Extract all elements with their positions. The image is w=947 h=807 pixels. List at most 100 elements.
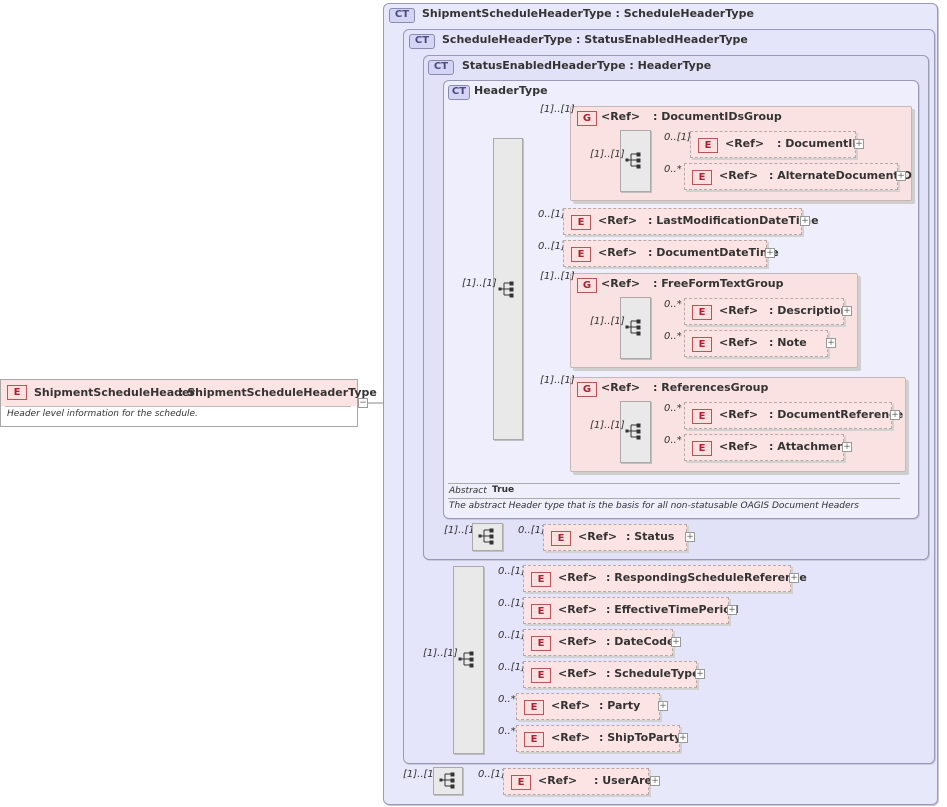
cardinality-label: 0..[1]	[664, 132, 691, 143]
element-badge: E	[531, 668, 551, 683]
cardinality-label: 0..[1]	[498, 630, 525, 641]
ct-badge: CT	[389, 8, 415, 23]
root-element[interactable]: E ShipmentScheduleHeader : ShipmentSched…	[0, 379, 377, 427]
cardinality-label: 0..[1]	[498, 662, 525, 673]
cardinality-label: 0..*	[664, 299, 682, 310]
ct-title: ShipmentScheduleHeaderType : ScheduleHea…	[422, 7, 754, 20]
element-date-code[interactable]: E <Ref> : DateCode	[523, 629, 674, 656]
element-document-id[interactable]: E <Ref> : DocumentID	[690, 131, 862, 158]
cardinality-label: 0..[1]	[518, 525, 545, 536]
ref-label: <Ref>	[558, 667, 598, 680]
cardinality-label: 0..*	[498, 726, 516, 737]
expand-toggle[interactable]: +	[826, 338, 836, 348]
sequence-compositor[interactable]	[433, 767, 463, 795]
element-name: : Party	[599, 699, 641, 712]
element-badge: E	[692, 441, 712, 456]
element-note[interactable]: E <Ref> : Note	[684, 330, 828, 357]
root-element-header	[1, 380, 357, 406]
ref-label: <Ref>	[725, 137, 765, 150]
element-alternate-document-id[interactable]: E <Ref> : AlternateDocumentID	[684, 163, 912, 190]
cardinality-label: 0..[1]	[498, 566, 525, 577]
element-user-area[interactable]: E <Ref> : UserArea	[503, 768, 659, 795]
cardinality-label: [1]..[1]	[462, 278, 497, 289]
collapse-toggle[interactable]: −	[358, 398, 368, 408]
element-description[interactable]: E <Ref> : Description	[684, 298, 848, 325]
expand-toggle[interactable]: +	[789, 573, 799, 583]
ref-label: <Ref>	[601, 277, 641, 290]
ct-badge: CT	[409, 34, 435, 49]
group-name: : FreeFormTextGroup	[653, 277, 784, 290]
cardinality-label: 0..*	[498, 694, 516, 705]
element-attachment[interactable]: E <Ref> : Attachment	[684, 434, 850, 461]
sequence-compositor[interactable]	[453, 566, 484, 754]
element-status[interactable]: E <Ref> : Status	[543, 524, 687, 551]
cardinality-label: 0..[1]	[538, 241, 565, 252]
expand-toggle[interactable]: +	[854, 139, 864, 149]
element-party[interactable]: E <Ref> : Party	[516, 693, 660, 720]
cardinality-label: [1]..[1]	[540, 104, 575, 115]
expand-toggle[interactable]: +	[671, 637, 681, 647]
element-badge: E	[571, 247, 591, 262]
cardinality-label: 0..[1]	[498, 598, 525, 609]
cardinality-label: [1]..[1]	[540, 375, 575, 386]
element-badge: E	[692, 409, 712, 424]
expand-toggle[interactable]: +	[765, 248, 775, 258]
element-name: : Note	[769, 336, 807, 349]
element-document-date-time[interactable]: E <Ref> : DocumentDateTime	[563, 240, 779, 267]
expand-toggle[interactable]: +	[695, 669, 705, 679]
element-schedule-type[interactable]: E <Ref> : ScheduleType	[523, 661, 700, 688]
element-ship-to-party[interactable]: E <Ref> : ShipToParty	[516, 725, 681, 752]
expand-toggle[interactable]: +	[842, 306, 852, 316]
group-name: : ReferencesGroup	[653, 381, 769, 394]
element-name: : DocumentID	[777, 137, 862, 150]
header-type-documentation: The abstract Header type that is the bas…	[449, 501, 859, 511]
element-responding-schedule-reference[interactable]: E <Ref> : RespondingScheduleReference	[523, 565, 807, 592]
cardinality-label: 0..*	[664, 403, 682, 414]
expand-toggle[interactable]: +	[896, 171, 906, 181]
cardinality-label: 0..*	[664, 164, 682, 175]
sequence-compositor[interactable]	[620, 130, 651, 192]
ct-title: ScheduleHeaderType : StatusEnabledHeader…	[442, 33, 748, 46]
element-badge: E	[524, 700, 544, 715]
ref-label: <Ref>	[538, 774, 578, 787]
expand-toggle[interactable]: +	[890, 410, 900, 420]
sequence-compositor[interactable]	[620, 401, 651, 463]
root-divider	[5, 406, 351, 407]
ct-badge: CT	[428, 60, 454, 75]
group-badge: G	[577, 111, 597, 126]
sequence-compositor[interactable]	[472, 523, 503, 551]
ref-label: <Ref>	[719, 440, 759, 453]
ref-label: <Ref>	[719, 304, 759, 317]
group-badge: G	[577, 382, 597, 397]
expand-toggle[interactable]: +	[658, 701, 668, 711]
element-badge: E	[524, 732, 544, 747]
abstract-label: Abstract	[449, 486, 487, 496]
element-effective-time-period[interactable]: E <Ref> : EffectiveTimePeriod	[523, 597, 739, 624]
element-name: : RespondingScheduleReference	[606, 571, 807, 584]
sequence-compositor[interactable]	[493, 138, 523, 440]
element-badge: E	[511, 775, 531, 790]
abstract-value: True	[492, 485, 515, 495]
expand-toggle[interactable]: +	[678, 733, 688, 743]
ref-label: <Ref>	[551, 699, 591, 712]
ref-label: <Ref>	[558, 635, 598, 648]
expand-toggle[interactable]: +	[685, 532, 695, 542]
element-name: : DocumentDateTime	[648, 246, 779, 259]
cardinality-label: [1]..[1]	[403, 769, 438, 780]
expand-toggle[interactable]: +	[800, 216, 810, 226]
sequence-compositor[interactable]	[620, 297, 651, 359]
expand-toggle[interactable]: +	[650, 776, 660, 786]
abstract-divider	[448, 498, 900, 499]
element-badge: E	[531, 604, 551, 619]
expand-toggle[interactable]: +	[727, 605, 737, 615]
expand-toggle[interactable]: +	[842, 442, 852, 452]
element-name: : DocumentReference	[769, 408, 904, 421]
cardinality-label: [1]..[1]	[590, 420, 625, 431]
ref-label: <Ref>	[558, 603, 598, 616]
element-last-modification-date-time[interactable]: E <Ref> : LastModificationDateTime	[563, 208, 819, 235]
element-badge: E	[692, 170, 712, 185]
element-badge: E	[551, 531, 571, 546]
element-name: : EffectiveTimePeriod	[606, 603, 739, 616]
element-document-reference[interactable]: E <Ref> : DocumentReference	[684, 402, 903, 429]
